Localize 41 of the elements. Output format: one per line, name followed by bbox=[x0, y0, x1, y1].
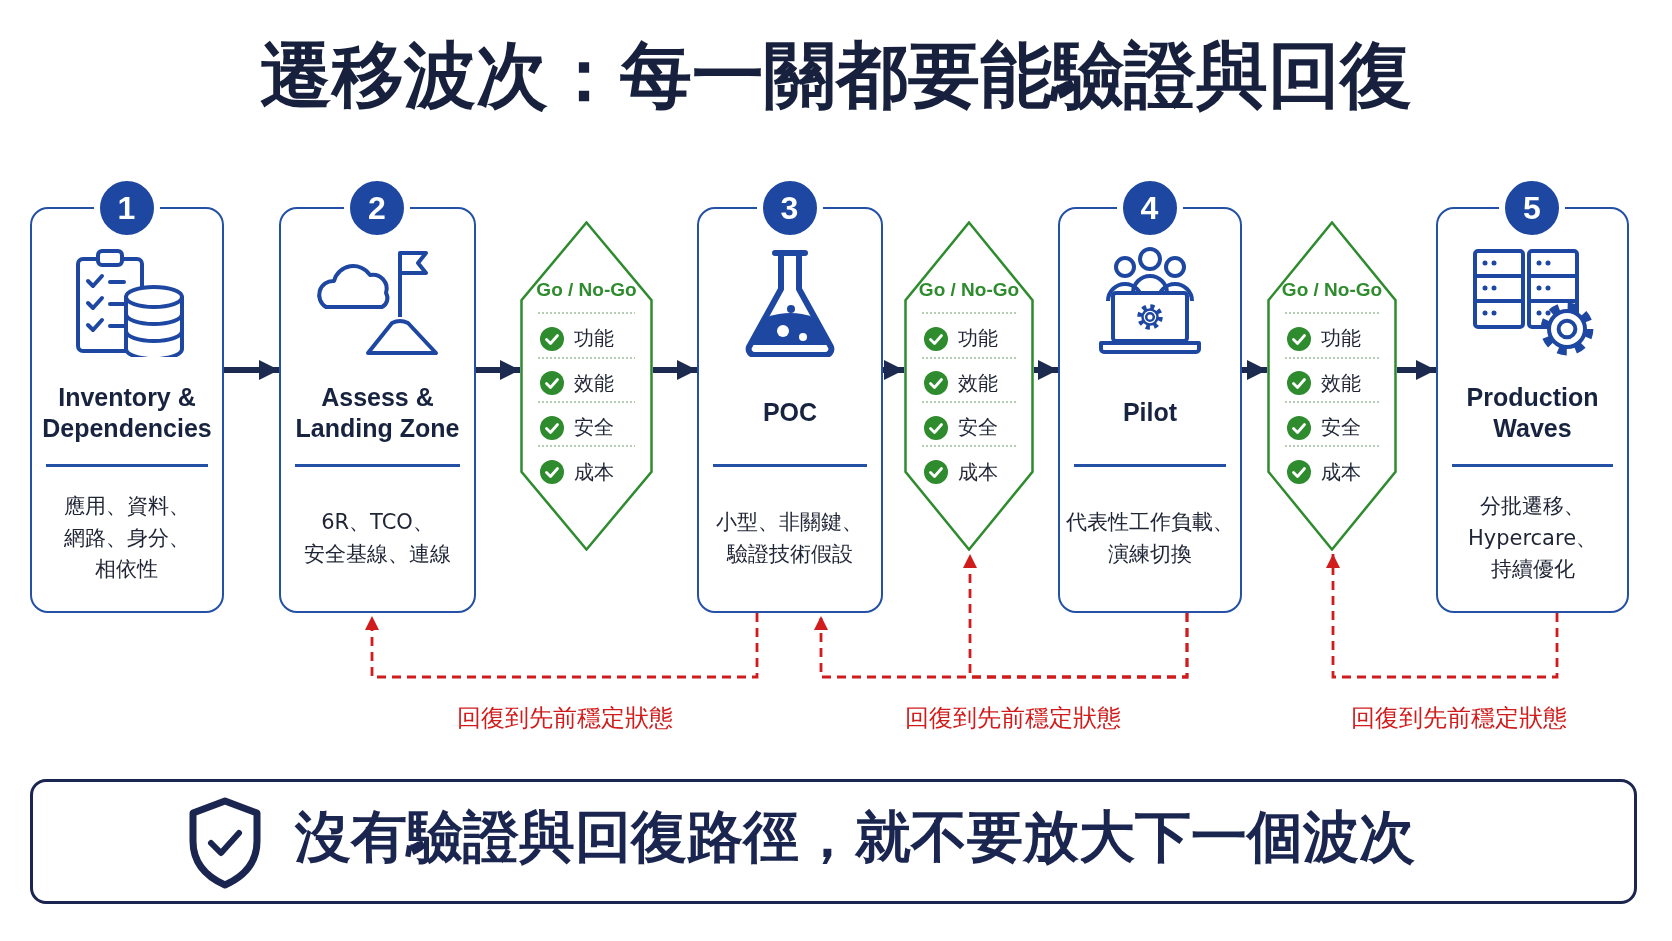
arrow bbox=[653, 360, 697, 380]
dashed-return-arrow bbox=[963, 554, 1189, 679]
gate-title: Go / No-Go bbox=[1281, 279, 1383, 301]
criterion-label: 功能 bbox=[574, 325, 614, 352]
arrow bbox=[883, 360, 904, 380]
step-description: 小型、非關鍵、驗證技術假設 bbox=[715, 509, 865, 568]
title: 遷移波次：每一關都要能驗證與回復 bbox=[259, 32, 1413, 119]
criterion-label: 成本 bbox=[958, 458, 998, 486]
arrow bbox=[476, 360, 520, 380]
criterion-label: 成本 bbox=[574, 458, 614, 486]
gate-title: Go / No-Go bbox=[536, 279, 637, 301]
arrow bbox=[1034, 360, 1058, 380]
gate-hexagon bbox=[1267, 221, 1397, 551]
arrow bbox=[1397, 360, 1436, 380]
criterion-label: 效能 bbox=[958, 369, 998, 397]
banner-card bbox=[30, 779, 1637, 904]
criterion-label: 成本 bbox=[1321, 458, 1361, 486]
step-description: 應用、資料、網路、身分、相依性 bbox=[63, 493, 191, 584]
gate-hexagon bbox=[904, 221, 1034, 551]
step-title: Assess & Landing Zone bbox=[294, 381, 461, 444]
criterion-label: 效能 bbox=[1321, 369, 1361, 397]
step-description: 分批遷移、Hypercare、持續優化 bbox=[1466, 493, 1599, 584]
criterion-label: 安全 bbox=[1321, 414, 1361, 441]
dashed-return-arrow bbox=[365, 613, 759, 679]
criterion-label: 安全 bbox=[958, 414, 998, 441]
arrow bbox=[224, 360, 279, 380]
step-title: POC bbox=[762, 397, 818, 429]
step-title: Inventory & Dependencies bbox=[41, 381, 213, 444]
step-description: 6R、TCO、安全基線、連線 bbox=[303, 509, 452, 568]
step-description: 代表性工作負載、演練切換 bbox=[1065, 509, 1235, 568]
step-title: Production Waves bbox=[1465, 381, 1600, 444]
arrow bbox=[1242, 360, 1267, 380]
banner-text: 沒有驗證與回復路徑，就不要放大下一個波次 bbox=[295, 803, 1415, 871]
criterion-label: 功能 bbox=[958, 325, 998, 352]
criterion-label: 安全 bbox=[574, 414, 614, 441]
step-title: Pilot bbox=[1122, 397, 1178, 429]
dashed-return-arrow bbox=[1326, 554, 1559, 679]
gate-title: Go / No-Go bbox=[918, 279, 1020, 301]
gate-hexagon bbox=[520, 221, 653, 551]
criterion-label: 功能 bbox=[1321, 325, 1361, 352]
criterion-label: 效能 bbox=[574, 369, 614, 397]
